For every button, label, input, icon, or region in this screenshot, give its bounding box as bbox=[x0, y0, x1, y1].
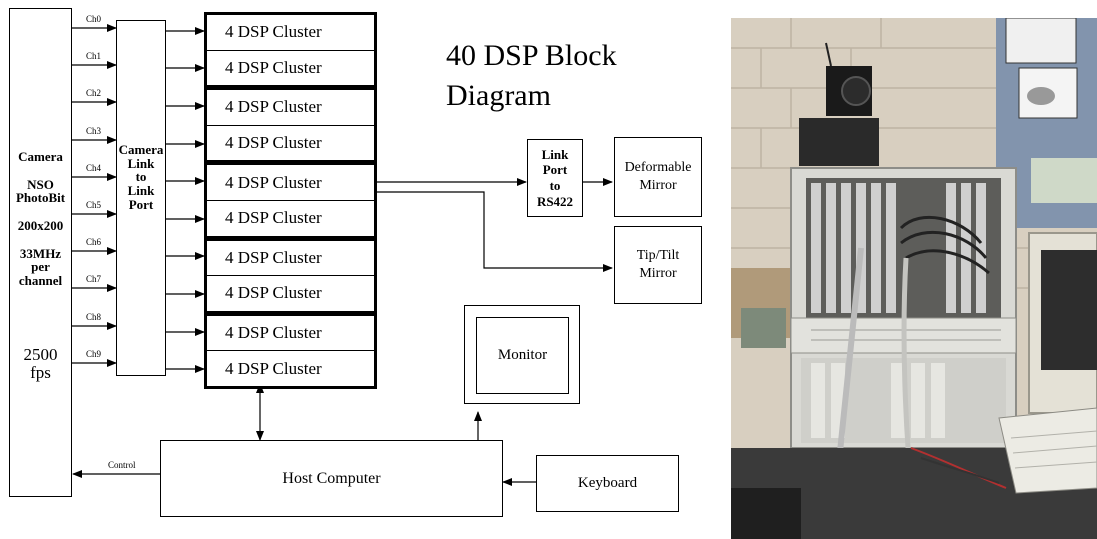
camera-link-box bbox=[116, 20, 166, 376]
camera-label: Camera NSO PhotoBit 200x200 33MHz per ch… bbox=[15, 149, 66, 288]
channel-label: Ch8 bbox=[86, 312, 102, 322]
channel-label: Ch4 bbox=[86, 163, 102, 173]
channel-label: Ch5 bbox=[86, 200, 102, 210]
channel-label: Ch6 bbox=[86, 237, 102, 247]
dsp-cluster-label: 4 DSP Cluster bbox=[225, 283, 322, 303]
dsp-cluster-label: 4 DSP Cluster bbox=[225, 57, 322, 77]
channel-label: Ch0 bbox=[86, 14, 102, 24]
dsp-cluster-box: 4 DSP Cluster bbox=[204, 200, 377, 239]
arrow-to-tiptilt bbox=[377, 191, 613, 272]
channel-label: Ch9 bbox=[86, 349, 102, 359]
channel-label: Ch1 bbox=[86, 51, 102, 61]
dsp-cluster-box: 4 DSP Cluster bbox=[204, 237, 377, 277]
deformable-mirror-box: Deformable Mirror bbox=[614, 137, 702, 217]
monitor-box: Monitor bbox=[476, 317, 569, 394]
dsp-cluster-box: 4 DSP Cluster bbox=[204, 87, 377, 126]
monitor-label: Monitor bbox=[497, 347, 548, 363]
control-label: Control bbox=[108, 460, 136, 470]
channel-label: Ch7 bbox=[86, 274, 102, 284]
dsp-cluster-label: 4 DSP Cluster bbox=[225, 133, 322, 153]
tiptilt-mirror-box: Tip/Tilt Mirror bbox=[614, 226, 702, 304]
dsp-cluster-box: 4 DSP Cluster bbox=[204, 162, 377, 201]
dsp-cluster-label: 4 DSP Cluster bbox=[225, 22, 322, 42]
dsp-cluster-label: 4 DSP Cluster bbox=[225, 323, 322, 343]
dsp-cluster-label: 4 DSP Cluster bbox=[225, 172, 322, 192]
dsp-cluster-box: 4 DSP Cluster bbox=[204, 12, 377, 51]
diagram-title: 40 DSP Block Diagram bbox=[446, 39, 617, 112]
dsp-cluster-box: 4 DSP Cluster bbox=[204, 275, 377, 314]
keyboard-box: Keyboard bbox=[536, 455, 679, 512]
dsp-cluster-label: 4 DSP Cluster bbox=[225, 247, 322, 267]
dsp-cluster-label: 4 DSP Cluster bbox=[225, 208, 322, 228]
channel-label: Ch3 bbox=[86, 126, 102, 136]
dsp-cluster-box: 4 DSP Cluster bbox=[204, 312, 377, 352]
channel-label: Ch2 bbox=[86, 88, 102, 98]
keyboard-label: Keyboard bbox=[577, 475, 638, 491]
dsp-cluster-label: 4 DSP Cluster bbox=[225, 97, 322, 117]
dsp-cluster-box: 4 DSP Cluster bbox=[204, 49, 377, 89]
camera-box bbox=[9, 8, 72, 497]
dsp-cluster-box: 4 DSP Cluster bbox=[204, 350, 377, 389]
dsp-cluster-box: 4 DSP Cluster bbox=[204, 124, 377, 164]
camera-link-label: Camera Link to Link Port bbox=[118, 142, 164, 212]
camera-fps-label: 2500 fps bbox=[23, 345, 58, 382]
linkport-box: Link Port to RS422 bbox=[527, 139, 583, 217]
dsp-cluster-label: 4 DSP Cluster bbox=[225, 358, 322, 378]
host-computer-label: Host Computer bbox=[282, 469, 381, 487]
hardware-photo bbox=[731, 18, 1097, 539]
dsp-rack-photo bbox=[731, 18, 1097, 539]
host-computer-box: Host Computer bbox=[160, 440, 503, 517]
